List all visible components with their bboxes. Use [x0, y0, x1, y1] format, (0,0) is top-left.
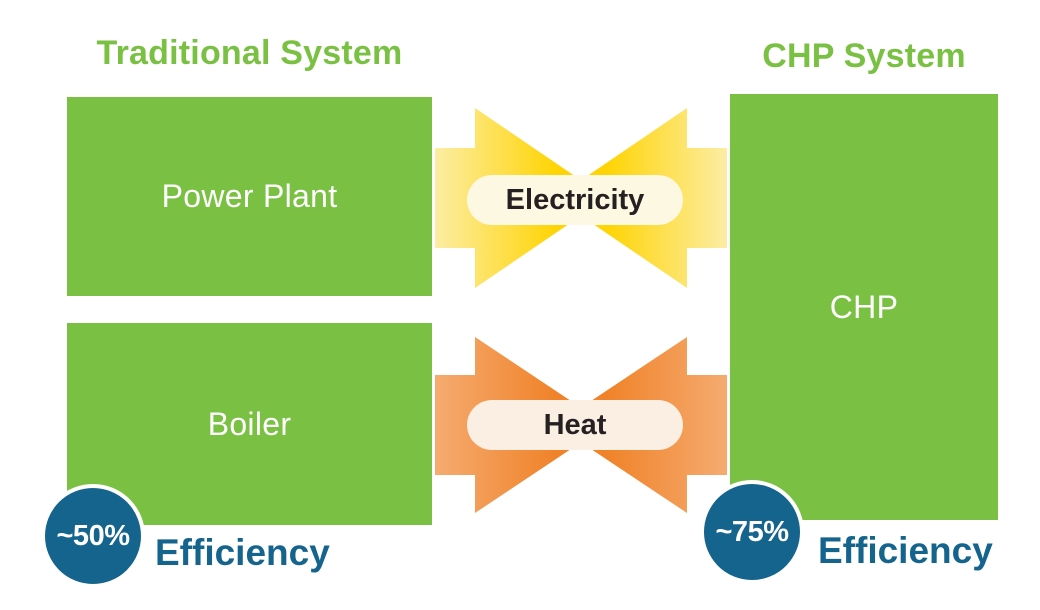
traditional-efficiency-value: ~50%: [56, 519, 130, 552]
chp-efficiency-value: ~75%: [715, 515, 789, 548]
chp-efficiency-badge: ~75%: [700, 480, 804, 584]
chp-box: CHP: [730, 94, 998, 520]
boiler-label: Boiler: [207, 405, 292, 442]
heat-label: Heat: [543, 408, 607, 441]
traditional-efficiency-badge: ~50%: [41, 484, 145, 588]
chp-efficiency-label: Efficiency: [818, 530, 993, 571]
traditional-system-title: Traditional System: [96, 34, 403, 72]
chp-system-title: CHP System: [762, 37, 966, 75]
heat-pill: Heat: [467, 400, 683, 450]
traditional-efficiency-label: Efficiency: [155, 532, 330, 573]
power-plant-label: Power Plant: [161, 178, 338, 214]
boiler-box: Boiler: [67, 323, 432, 525]
electricity-label: Electricity: [505, 183, 645, 216]
electricity-pill: Electricity: [467, 175, 683, 225]
chp-label: CHP: [829, 288, 899, 325]
power-plant-box: Power Plant: [67, 97, 432, 296]
